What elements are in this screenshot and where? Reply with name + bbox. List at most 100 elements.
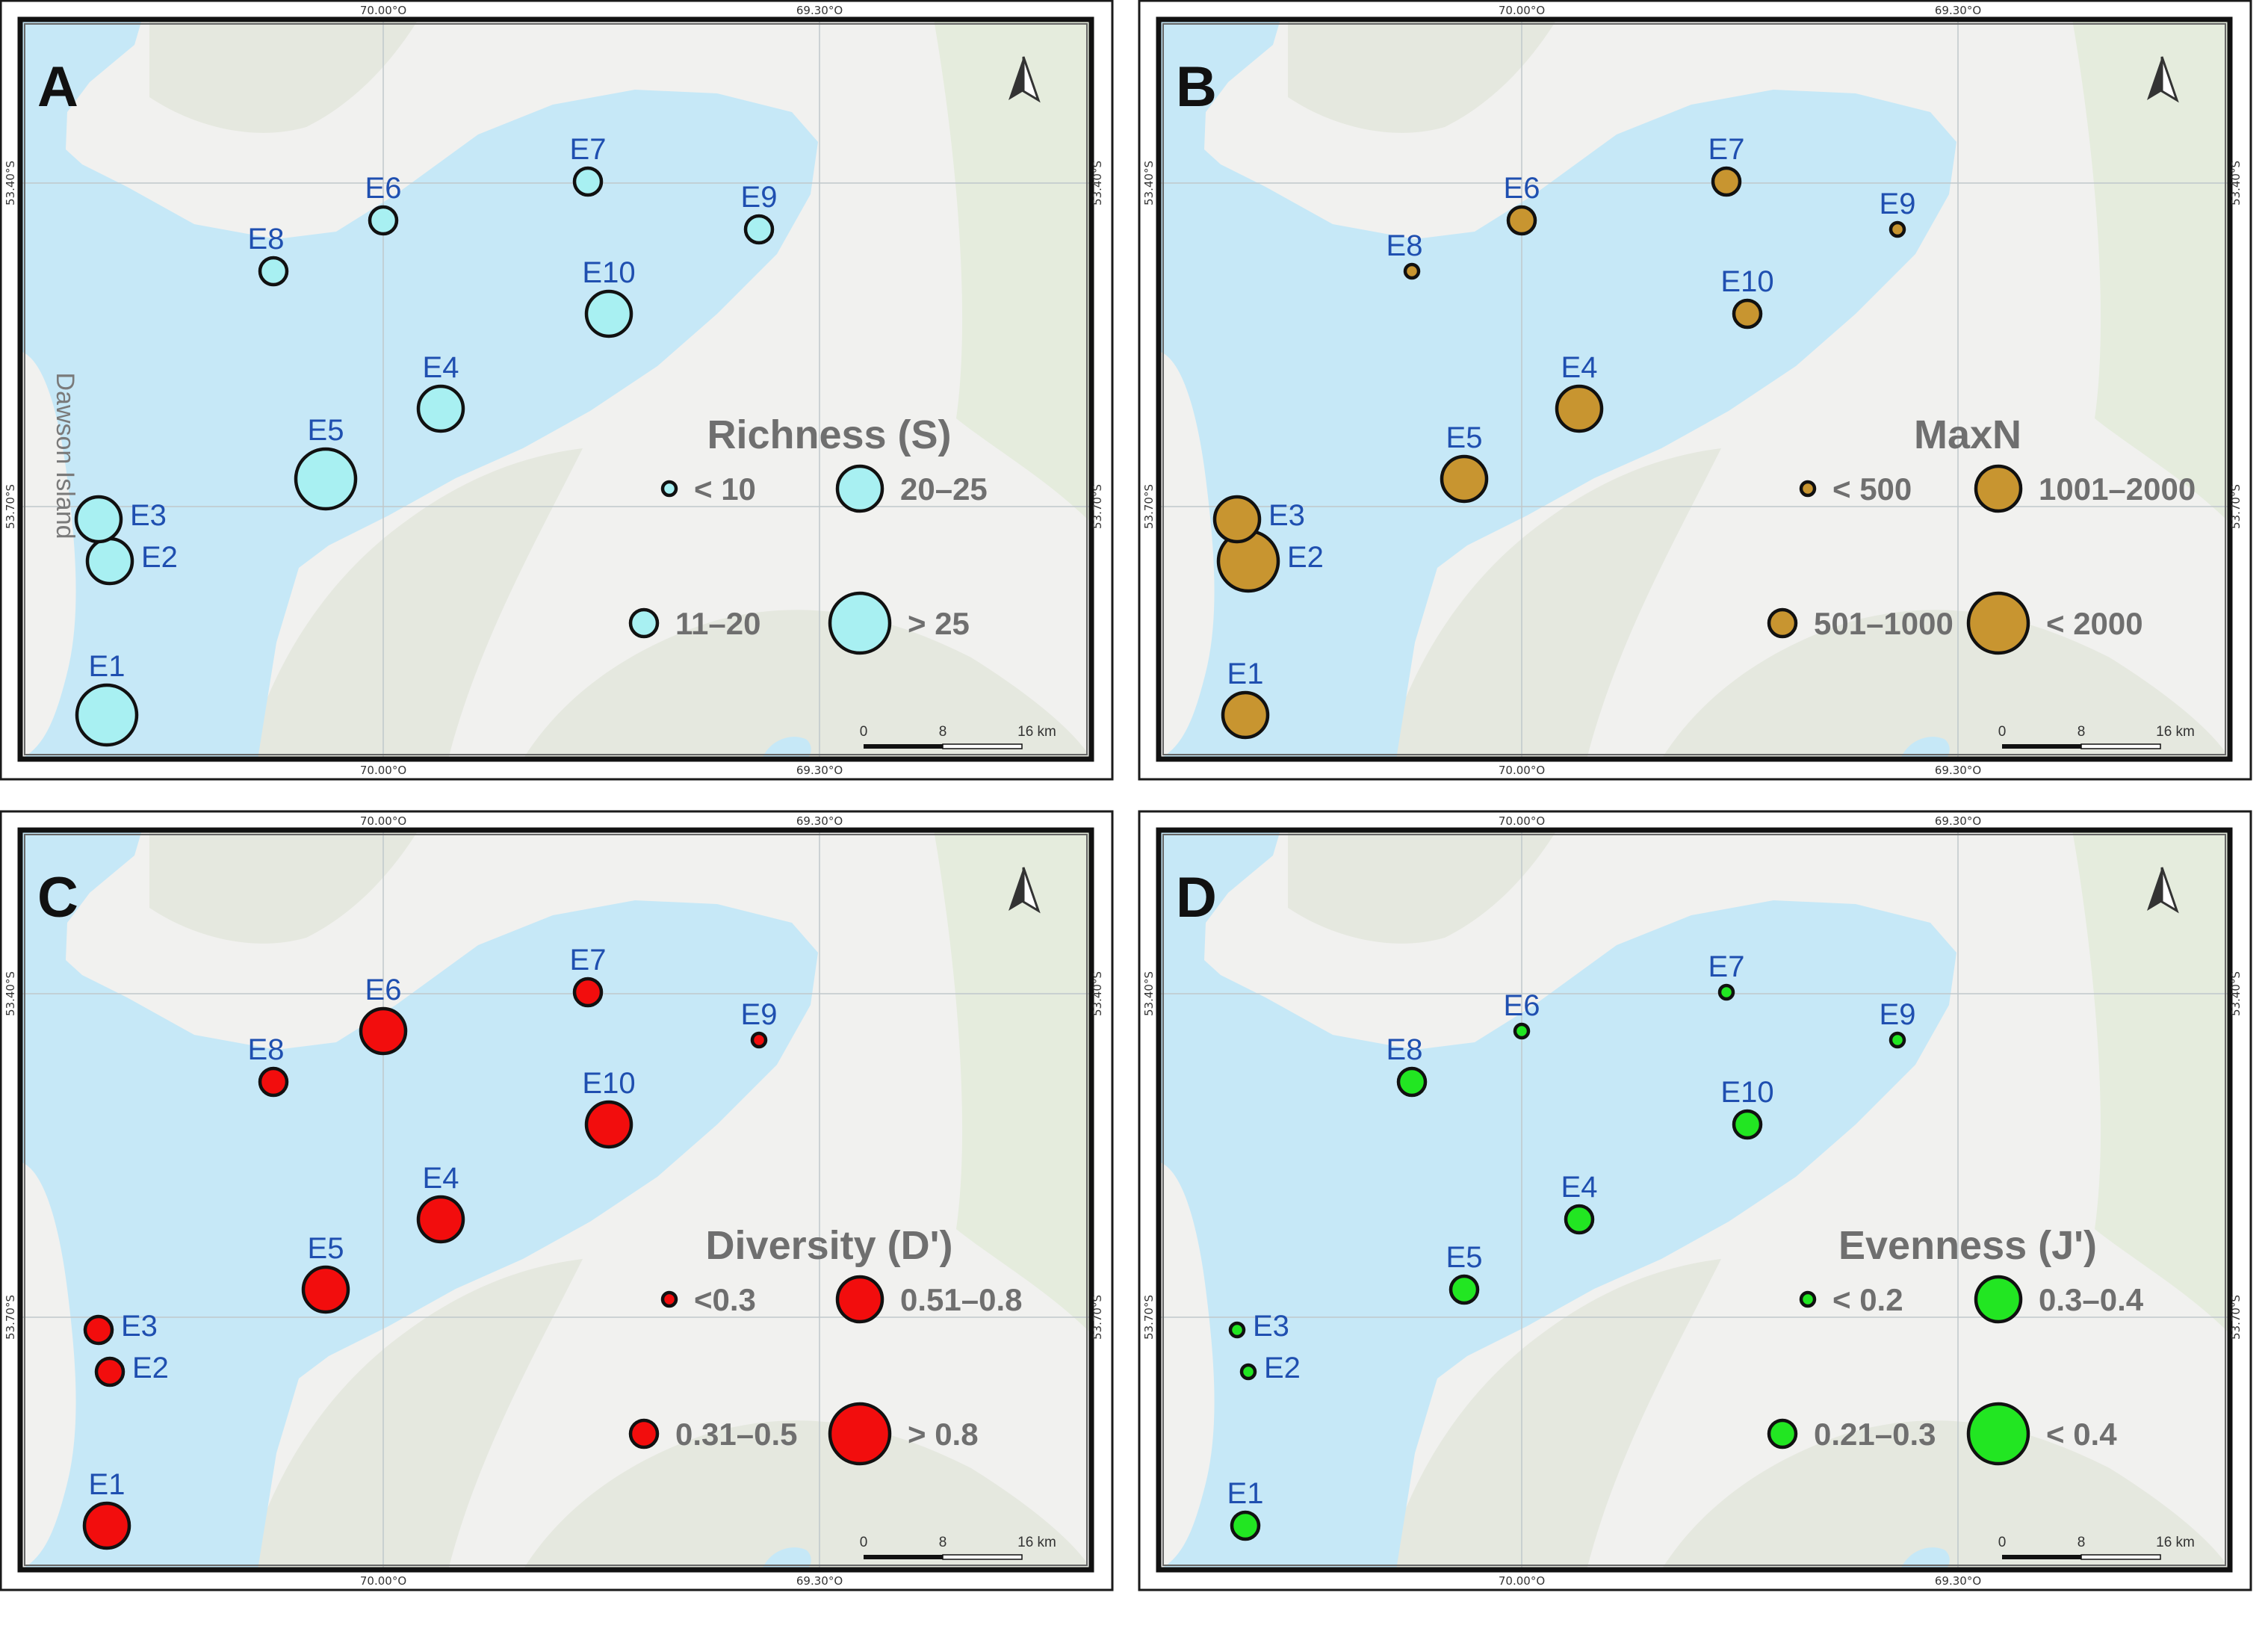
legend-symbol xyxy=(1767,1418,1798,1449)
map-neatline xyxy=(1162,834,2226,1566)
legend-title: Diversity (D') xyxy=(706,1223,953,1268)
north-arrow-half xyxy=(2147,57,2162,100)
station-label-e9: E9 xyxy=(1880,188,1916,220)
longitude-label: 69.30°O xyxy=(1935,1574,1981,1588)
station-marker-e6 xyxy=(1513,1022,1531,1040)
legend-label: 20–25 xyxy=(900,471,988,507)
terrain-relief xyxy=(149,19,418,133)
scale-label: 8 xyxy=(2078,724,2086,740)
north-arrow-half xyxy=(1022,56,1041,103)
longitude-label: 70.00°O xyxy=(360,4,406,17)
longitude-label: 70.00°O xyxy=(1499,1574,1545,1588)
legend-label: > 25 xyxy=(908,606,970,641)
legend-label: 0.31–0.5 xyxy=(675,1417,798,1452)
basemap xyxy=(1159,830,2230,1570)
station-label-e10: E10 xyxy=(1720,265,1773,298)
dawson-island xyxy=(20,351,76,759)
longitude-label: 69.30°O xyxy=(1935,764,1981,777)
station-marker-e9 xyxy=(743,214,775,245)
station-marker-e2 xyxy=(85,536,134,586)
scale-label: 0 xyxy=(860,724,868,740)
north-arrow-icon xyxy=(1008,56,1041,103)
legend-title: Evenness (J') xyxy=(1838,1223,2097,1268)
station-marker-e9 xyxy=(1889,220,1906,238)
station-label-e6: E6 xyxy=(1504,172,1540,205)
station-marker-e3 xyxy=(1212,495,1262,544)
lake xyxy=(762,1547,811,1570)
dawson-island xyxy=(1159,351,1215,759)
legend-symbol xyxy=(1966,1402,2030,1466)
station-marker-e1 xyxy=(1230,1510,1261,1541)
north-arrow-icon xyxy=(2147,56,2179,103)
station-label-e7: E7 xyxy=(1708,133,1745,166)
longitude-label: 70.00°O xyxy=(1499,764,1545,777)
map-border xyxy=(1156,827,2233,1573)
panel-letter: D xyxy=(1176,866,1217,929)
vegetation-area xyxy=(934,19,1091,523)
station-marker-e4 xyxy=(1564,1204,1595,1235)
legend-label: 11–20 xyxy=(675,606,760,641)
station-marker-e6 xyxy=(1506,205,1537,236)
station-marker-e5 xyxy=(1449,1274,1480,1305)
legend-label: > 0.8 xyxy=(908,1417,979,1452)
terrain-relief xyxy=(1385,448,1721,759)
latitude-label: 53.70°S xyxy=(4,484,17,529)
latitude-label: 53.40°S xyxy=(2229,161,2243,205)
station-label-e2: E2 xyxy=(1264,1352,1301,1384)
island-label: Dawson Island xyxy=(51,372,79,539)
scale-bar-segment xyxy=(2002,744,2081,749)
terrain-relief xyxy=(247,1259,583,1570)
scale-label: 16 km xyxy=(1017,724,1056,740)
basemap xyxy=(20,19,1091,759)
panel-letter: C xyxy=(37,866,78,929)
latitude-label: 53.70°S xyxy=(1142,484,1156,529)
scale-label: 16 km xyxy=(1017,1535,1056,1550)
lake xyxy=(1900,737,1950,759)
station-marker-e2 xyxy=(94,1356,126,1387)
scale-bar-segment xyxy=(2080,1554,2161,1560)
station-label-e3: E3 xyxy=(121,1310,158,1343)
station-marker-e8 xyxy=(258,256,289,287)
legend-title: MaxN xyxy=(1914,412,2021,457)
terrain-relief xyxy=(1661,610,2230,759)
station-marker-e1 xyxy=(1221,690,1270,740)
lake xyxy=(762,737,811,759)
longitude-label: 70.00°O xyxy=(1499,814,1545,828)
station-marker-e5 xyxy=(301,1265,350,1314)
scale-label: 8 xyxy=(939,1535,947,1550)
north-arrow-half xyxy=(2160,56,2179,103)
latitude-label: 53.40°S xyxy=(2229,971,2243,1016)
north-arrow-half xyxy=(1022,867,1041,914)
dawson-island xyxy=(1159,1162,1215,1570)
scale-label: 8 xyxy=(939,724,947,740)
vegetation-area xyxy=(2072,19,2230,523)
longitude-label: 69.30°O xyxy=(796,764,843,777)
map-border xyxy=(1156,16,2233,762)
station-label-e8: E8 xyxy=(1386,229,1423,262)
station-marker-e8 xyxy=(1403,262,1421,280)
legend-symbol xyxy=(835,1275,884,1324)
longitude-label: 70.00°O xyxy=(1499,4,1545,17)
longitude-label: 69.30°O xyxy=(796,1574,843,1588)
north-arrow-half xyxy=(2147,867,2162,911)
latitude-label: 53.40°S xyxy=(4,971,17,1016)
station-marker-e3 xyxy=(1228,1321,1246,1339)
scale-label: 0 xyxy=(860,1535,868,1550)
latitude-label: 53.70°S xyxy=(2229,484,2243,529)
station-marker-e2 xyxy=(1239,1363,1257,1381)
scale-label: 8 xyxy=(2078,1535,2086,1550)
station-label-e4: E4 xyxy=(423,1162,459,1195)
station-marker-e10 xyxy=(1732,298,1763,329)
station-label-e3: E3 xyxy=(130,499,167,532)
latitude-label: 53.70°S xyxy=(4,1295,17,1340)
station-label-e1: E1 xyxy=(1227,657,1264,690)
station-label-e1: E1 xyxy=(1227,1477,1264,1510)
terrain-relief xyxy=(523,1420,1091,1570)
station-label-e4: E4 xyxy=(1561,1171,1598,1204)
station-marker-e5 xyxy=(1440,454,1489,504)
scale-bar-segment xyxy=(2080,743,2161,749)
